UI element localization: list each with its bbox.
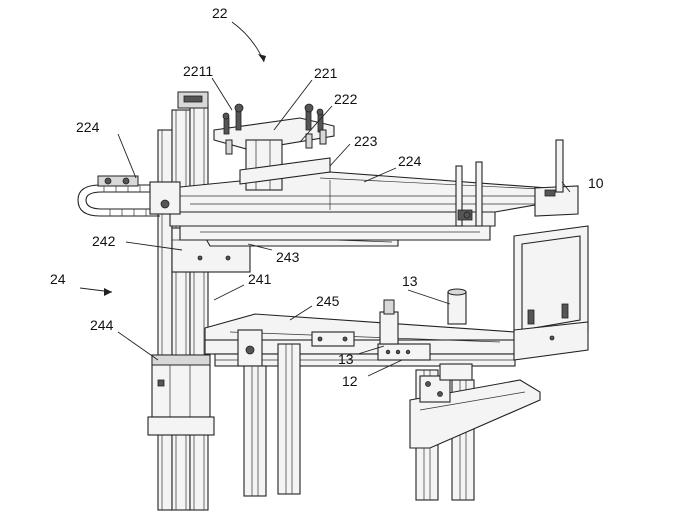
label-224-right: 224	[398, 153, 422, 169]
label-245: 245	[316, 293, 340, 309]
upper-gantry-224	[77, 139, 579, 241]
label-241: 241	[248, 271, 272, 287]
vertical-column-left	[157, 91, 209, 511]
leader-lines	[79, 21, 571, 377]
lower-table-245	[204, 288, 516, 367]
label-10: 10	[588, 175, 604, 191]
label-24: 24	[50, 271, 66, 287]
label-224-left: 224	[76, 119, 100, 135]
label-243: 243	[276, 249, 300, 265]
gripper-assembly-221	[213, 103, 335, 191]
label-13-top: 13	[402, 273, 418, 289]
right-lower-bracket	[409, 363, 541, 449]
right-panel	[513, 225, 589, 361]
callout-labels: 22 2211 221 222 224 223 224 10 242 243 2…	[50, 5, 604, 389]
label-2211: 2211	[183, 63, 213, 79]
label-242: 242	[92, 233, 116, 249]
label-22: 22	[212, 5, 228, 21]
label-222: 222	[334, 91, 358, 107]
label-13-mid: 13	[338, 351, 354, 367]
label-12: 12	[342, 373, 358, 389]
label-244: 244	[90, 317, 114, 333]
label-223: 223	[354, 133, 378, 149]
motor-block-244	[147, 354, 215, 436]
label-221: 221	[314, 65, 338, 81]
